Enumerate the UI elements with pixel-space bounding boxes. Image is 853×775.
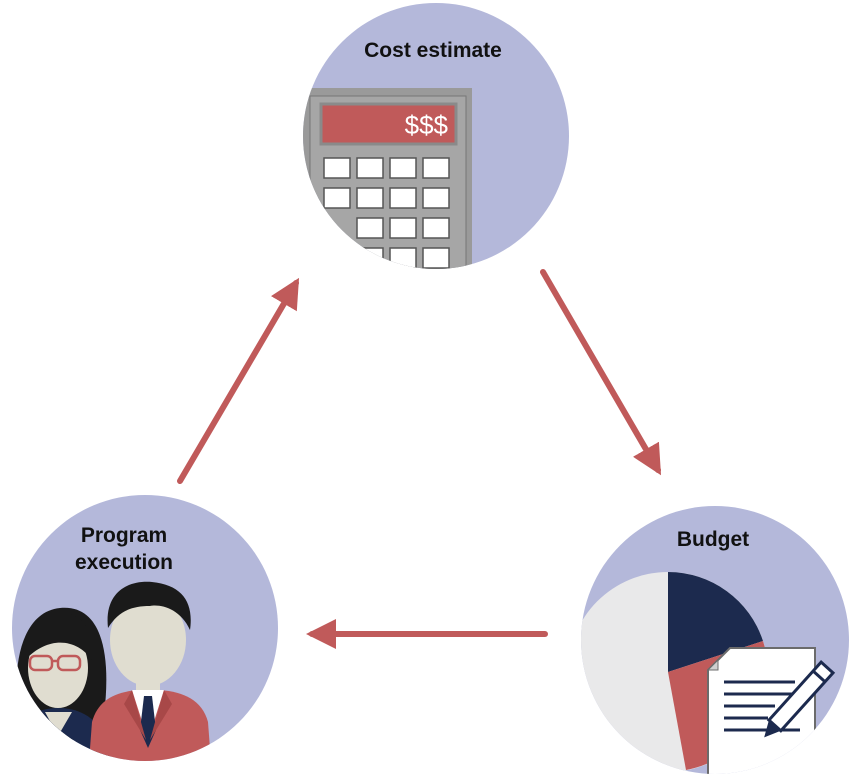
budget-label: Budget [677, 528, 749, 551]
arrows [177, 269, 662, 649]
people-icon [12, 581, 212, 761]
document-icon [706, 647, 816, 774]
arrow-cost-to-budget [540, 269, 662, 476]
program-execution-node: Program execution [12, 495, 278, 761]
arrow-program-to-cost [177, 277, 300, 484]
program-execution-label-line1: Program [81, 524, 167, 547]
cost-estimate-label: Cost estimate [364, 39, 502, 62]
program-execution-label-line2: execution [75, 551, 173, 574]
budget-node: Budget [581, 506, 849, 774]
pencil-icon [764, 660, 836, 738]
cost-estimate-node: $$$ Cost estimate [303, 3, 569, 269]
calculator-screen-text: $$$ [405, 110, 449, 140]
calculator-screen [319, 102, 458, 146]
